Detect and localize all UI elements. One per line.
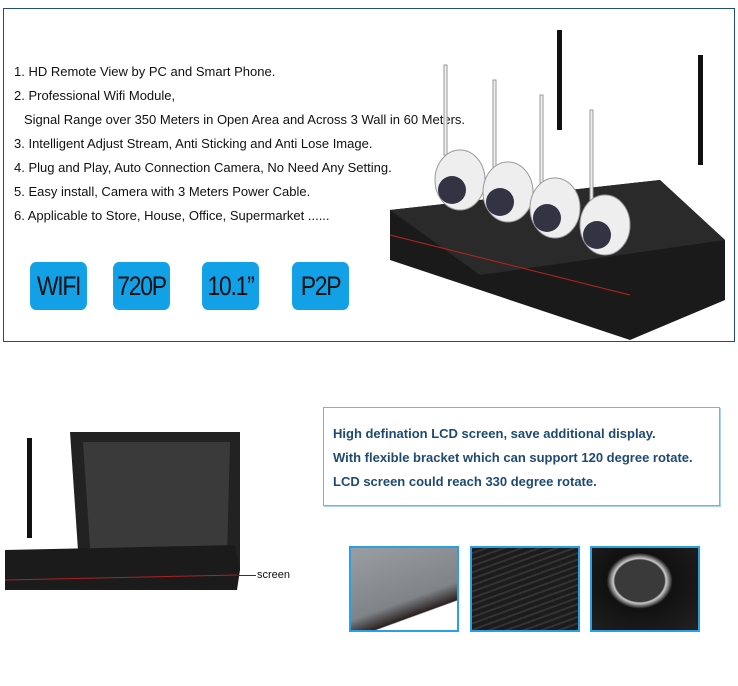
- feature-5: 5. Easy install, Camera with 3 Meters Po…: [14, 184, 311, 199]
- info-line-1: High defination LCD screen, save additio…: [333, 426, 656, 441]
- feature-panel: [3, 8, 735, 342]
- screen-label: screen: [257, 569, 291, 581]
- nvr-kit-product-image: [389, 30, 725, 340]
- feature-2: 2. Professional Wifi Module,: [14, 88, 176, 103]
- lcd-info-box: [323, 407, 720, 506]
- feature-1: 1. HD Remote View by PC and Smart Phone.: [14, 64, 276, 79]
- badge-p2p: P2P: [292, 262, 349, 310]
- detail-thumb-screen-corner: [349, 546, 459, 632]
- feature-4: 4. Plug and Play, Auto Connection Camera…: [14, 160, 392, 175]
- screen-pointer-line: [232, 575, 256, 576]
- badge-wifi: WIFI: [30, 262, 87, 310]
- feature-6: 6. Applicable to Store, House, Office, S…: [14, 208, 330, 223]
- detail-thumb-rubber-foot: [590, 546, 700, 632]
- feature-3: 3. Intelligent Adjust Stream, Anti Stick…: [14, 136, 373, 151]
- info-line-2: With flexible bracket which can support …: [333, 450, 693, 465]
- info-line-3: LCD screen could reach 330 degree rotate…: [333, 474, 597, 489]
- feature-2-detail: Signal Range over 350 Meters in Open Are…: [24, 112, 466, 127]
- nvr-with-lcd-image: [5, 432, 240, 590]
- badge-screen-size: 10.1”: [202, 262, 259, 310]
- badge-720p: 720P: [113, 262, 170, 310]
- detail-thumb-vents: [470, 546, 580, 632]
